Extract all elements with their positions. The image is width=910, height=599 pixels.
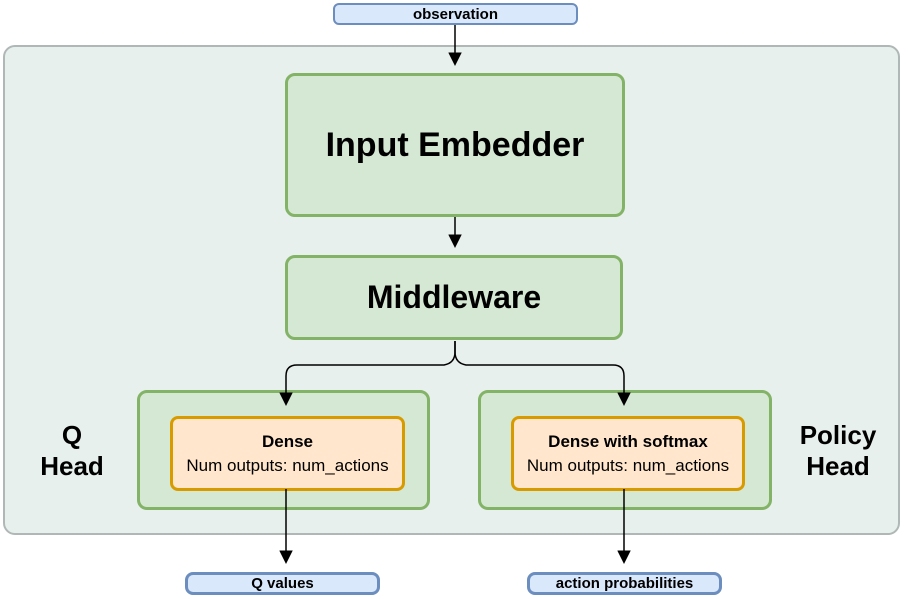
policy-head-label: Policy Head: [799, 420, 877, 481]
policy-dense-subtitle: Num outputs: num_actions: [526, 455, 730, 475]
node-q-dense: Dense Num outputs: num_actions: [170, 416, 405, 491]
policy-head-group: Dense with softmax Num outputs: num_acti…: [478, 390, 772, 510]
q-head-label: Q Head: [40, 420, 104, 481]
node-observation: observation: [333, 3, 578, 25]
policy-dense-title: Dense with softmax: [548, 431, 708, 451]
node-q-values: Q values: [185, 572, 380, 595]
node-input-embedder: Input Embedder: [285, 73, 625, 217]
node-middleware: Middleware: [285, 255, 623, 340]
q-dense-subtitle: Num outputs: num_actions: [186, 455, 389, 475]
node-policy-dense: Dense with softmax Num outputs: num_acti…: [511, 416, 745, 491]
q-head-group: Dense Num outputs: num_actions: [137, 390, 430, 510]
q-dense-title: Dense: [261, 431, 314, 451]
node-action-probabilities: action probabilities: [527, 572, 722, 595]
